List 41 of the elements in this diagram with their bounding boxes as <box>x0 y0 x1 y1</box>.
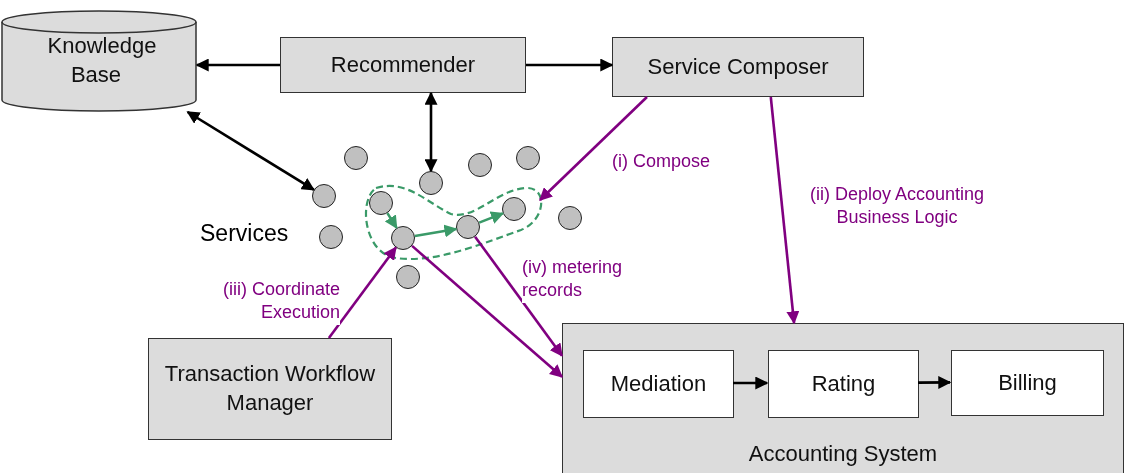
arrow <box>526 58 614 72</box>
process-box <box>612 37 864 97</box>
service-circle <box>391 226 415 250</box>
arrow <box>478 211 505 224</box>
container-label: Accounting System <box>747 441 939 467</box>
service-circle <box>369 191 393 215</box>
process-box <box>768 350 919 418</box>
service-circle <box>558 206 582 230</box>
arrow <box>474 235 564 357</box>
service-circle <box>396 265 420 289</box>
arrow <box>733 376 769 390</box>
group-label: Services <box>200 220 289 247</box>
service-circle <box>456 215 480 239</box>
process-box <box>583 350 734 418</box>
service-circle <box>516 146 540 170</box>
arrow <box>918 376 952 389</box>
process-box <box>280 37 526 93</box>
box-label: Service Composer <box>646 52 830 81</box>
arrow <box>327 246 397 339</box>
process-box <box>148 338 392 440</box>
service-circle <box>468 153 492 177</box>
box-label: Billing <box>997 368 1058 397</box>
box-label: Mediation <box>609 369 708 398</box>
box-label: Rating <box>810 369 877 398</box>
arrow <box>414 224 458 238</box>
double-headed-arrow <box>186 110 315 191</box>
process-box <box>951 350 1104 416</box>
service-circle <box>419 171 443 195</box>
box-label: Transaction Workflow Manager <box>163 360 377 417</box>
arrow <box>539 96 648 201</box>
service-circle <box>344 146 368 170</box>
service-circle <box>312 184 336 208</box>
system-container <box>562 323 1124 473</box>
arrow <box>384 212 398 229</box>
service-circle <box>319 225 343 249</box>
double-headed-arrow <box>424 91 438 173</box>
box-label: Recommender <box>329 50 477 79</box>
service-circle <box>502 197 526 221</box>
arrow <box>411 244 563 378</box>
arrow <box>769 96 800 325</box>
box-label: Knowledge Base <box>46 33 157 87</box>
